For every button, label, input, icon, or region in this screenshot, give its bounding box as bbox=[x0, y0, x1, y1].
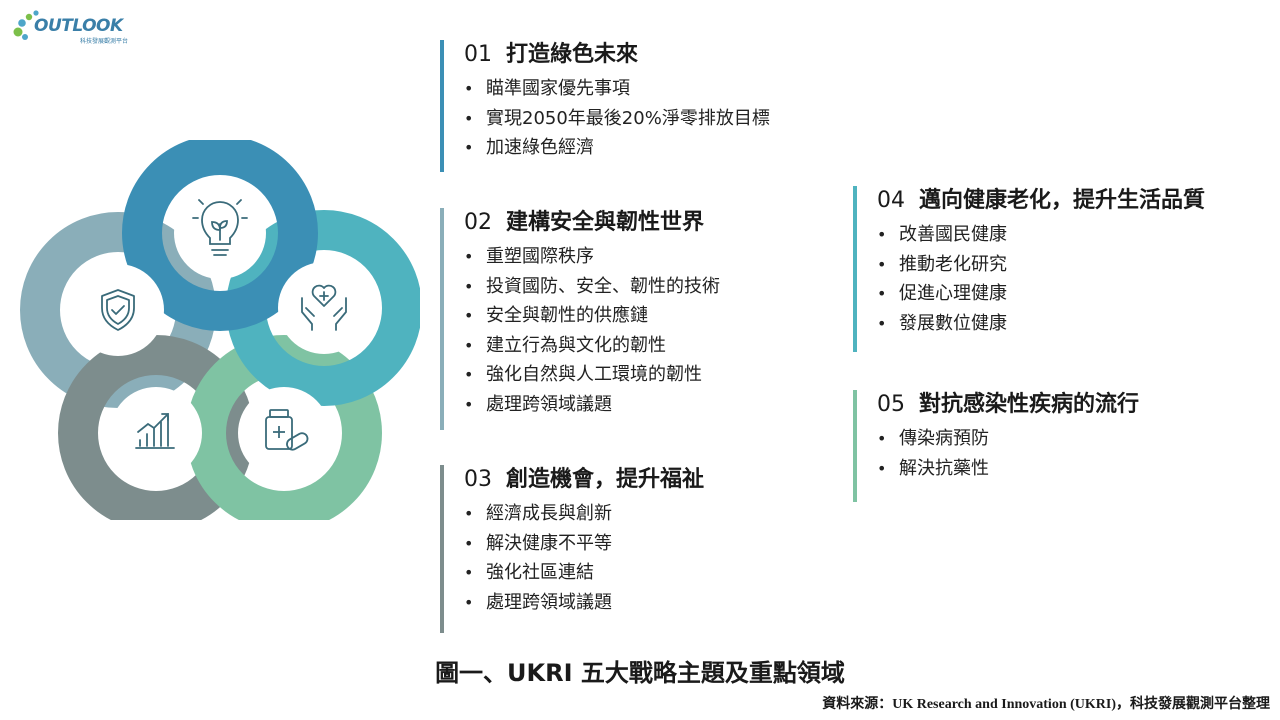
shield-check-icon bbox=[101, 289, 135, 331]
logo-dots-icon bbox=[13, 10, 39, 40]
list-item: 改善國民健康 bbox=[877, 220, 1205, 250]
figure-caption: 圖一、UKRI 五大戰略主題及重點領域 bbox=[435, 659, 845, 687]
list-item: 實現2050年最後20%淨零排放目標 bbox=[464, 104, 770, 134]
source-note: 資料來源：UK Research and Innovation (UKRI)，科… bbox=[822, 697, 1270, 712]
list-item: 投資國防、安全、韌性的技術 bbox=[464, 272, 720, 302]
list-item: 重塑國際秩序 bbox=[464, 242, 720, 272]
list-item: 經濟成長與創新 bbox=[464, 499, 704, 529]
ring-theme1 bbox=[122, 140, 318, 331]
strategy-ring-diagram bbox=[20, 140, 420, 520]
theme-04-list: 改善國民健康 推動老化研究 促進心理健康 發展數位健康 bbox=[877, 220, 1205, 338]
list-item: 解決抗藥性 bbox=[877, 454, 1139, 484]
medicine-bottle-pills-icon bbox=[265, 409, 309, 451]
theme-03-list: 經濟成長與創新 解決健康不平等 強化社區連結 處理跨領域議題 bbox=[464, 499, 704, 617]
list-item: 強化社區連結 bbox=[464, 558, 704, 588]
list-item: 安全與韌性的供應鏈 bbox=[464, 301, 720, 331]
list-item: 發展數位健康 bbox=[877, 309, 1205, 339]
inner-circle bbox=[110, 387, 202, 479]
list-item: 瞄準國家優先事項 bbox=[464, 74, 770, 104]
theme-02-list: 重塑國際秩序 投資國防、安全、韌性的技術 安全與韌性的供應鏈 建立行為與文化的韌… bbox=[464, 242, 720, 419]
inner-circle bbox=[278, 262, 370, 354]
growth-chart-icon bbox=[135, 413, 175, 449]
list-item: 推動老化研究 bbox=[877, 250, 1205, 280]
list-item: 處理跨領域議題 bbox=[464, 588, 704, 618]
logo-subtitle: 科技發展觀測平台 bbox=[80, 38, 129, 45]
theme-05-list: 傳染病預防 解決抗藥性 bbox=[877, 424, 1139, 483]
inner-circle bbox=[72, 264, 164, 356]
health-hands-heart-icon bbox=[301, 284, 347, 331]
list-item: 促進心理健康 bbox=[877, 279, 1205, 309]
list-item: 處理跨領域議題 bbox=[464, 390, 720, 420]
theme-01-list: 瞄準國家優先事項 實現2050年最後20%淨零排放目標 加速綠色經濟 bbox=[464, 74, 770, 163]
outlook-logo: OUTLOOK 科技發展觀測平台 bbox=[10, 6, 128, 45]
list-item: 建立行為與文化的韌性 bbox=[464, 331, 720, 361]
list-item: 加速綠色經濟 bbox=[464, 133, 770, 163]
ring-theme4 bbox=[58, 335, 254, 520]
list-item: 傳染病預防 bbox=[877, 424, 1139, 454]
logo-wordmark: OUTLOOK bbox=[34, 16, 123, 36]
list-item: 強化自然與人工環境的韌性 bbox=[464, 360, 720, 390]
list-item: 解決健康不平等 bbox=[464, 529, 704, 559]
inner-circle bbox=[238, 387, 330, 479]
lightbulb-plant-icon bbox=[192, 199, 248, 256]
